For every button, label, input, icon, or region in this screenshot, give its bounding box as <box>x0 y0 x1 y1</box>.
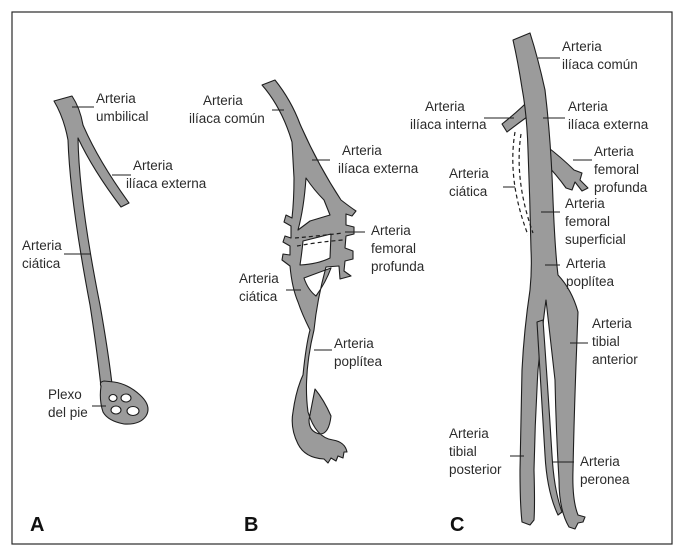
label-line: Arteria <box>22 238 62 253</box>
label-line: Arteria <box>425 99 465 114</box>
panel-c-label-tibial-anterior: Arteria tibial anterior <box>592 316 638 367</box>
panel-a-label-umbilical: Arteria umbilical <box>96 91 149 124</box>
label-line: ilíaca común <box>189 111 265 126</box>
label-line: Arteria <box>239 271 279 286</box>
label-line: ilíaca interna <box>410 117 487 132</box>
panel-c-letter: C <box>450 514 464 536</box>
label-line: superficial <box>565 232 626 247</box>
label-line: tibial <box>592 334 620 349</box>
panel-b-label-iliaca-externa: Arteria ilíaca externa <box>338 143 419 176</box>
label-line: tibial <box>449 444 477 459</box>
label-line: poplítea <box>566 274 615 289</box>
label-line: Arteria <box>580 454 620 469</box>
label-line: femoral <box>594 162 639 177</box>
panel-c: Arteria ilíaca común Arteria ilíaca inte… <box>410 33 649 536</box>
label-line: ciática <box>449 184 488 199</box>
label-line: peronea <box>580 472 630 487</box>
label-line: profunda <box>594 180 648 195</box>
panel-b-label-ciatica: Arteria ciática <box>239 271 283 304</box>
label-line: posterior <box>449 462 502 477</box>
label-line: Arteria <box>568 99 608 114</box>
label-line: Arteria <box>96 91 136 106</box>
panel-a-foot-plexus <box>100 381 148 424</box>
label-line: ilíaca externa <box>568 117 649 132</box>
label-line: ciática <box>239 289 278 304</box>
label-line: ilíaca externa <box>338 161 419 176</box>
panel-a-plexus-hole <box>109 395 117 402</box>
panel-b-letter: B <box>244 514 258 536</box>
panel-b-label-iliaca-comun: Arteria ilíaca común <box>189 93 265 126</box>
label-line: del pie <box>48 405 88 420</box>
label-line: Arteria <box>594 144 634 159</box>
panel-b-label-femoral-profunda: Arteria femoral profunda <box>371 223 425 274</box>
panel-c-label-iliaca-interna: Arteria ilíaca interna <box>410 99 487 132</box>
panel-c-label-femoral-profunda: Arteria femoral profunda <box>594 144 648 195</box>
panel-a-label-plexo: Plexo del pie <box>48 387 88 420</box>
panel-a-plexus-hole <box>127 407 139 416</box>
label-line: Arteria <box>133 158 173 173</box>
label-line: ilíaca externa <box>126 176 207 191</box>
label-line: anterior <box>592 352 638 367</box>
panel-c-label-ciatica: Arteria ciática <box>449 166 493 199</box>
panel-b-label-poplitea: Arteria poplítea <box>334 336 383 369</box>
label-line: Arteria <box>562 39 602 54</box>
label-line: Arteria <box>371 223 411 238</box>
panel-c-label-iliaca-externa: Arteria ilíaca externa <box>568 99 649 132</box>
label-line: femoral <box>371 241 416 256</box>
label-line: ilíaca común <box>562 57 638 72</box>
panel-a-plexus-hole <box>111 406 121 414</box>
panel-c-label-femoral-superficial: Arteria femoral superficial <box>565 196 626 247</box>
panel-c-label-poplitea: Arteria poplítea <box>566 256 615 289</box>
label-line: Arteria <box>449 166 489 181</box>
label-line: profunda <box>371 259 425 274</box>
label-line: Plexo <box>48 387 82 402</box>
panel-c-label-peronea: Arteria peronea <box>580 454 630 487</box>
panel-b: Arteria ilíaca común Arteria ilíaca exte… <box>189 80 425 536</box>
label-line: Arteria <box>565 196 605 211</box>
label-line: Arteria <box>342 143 382 158</box>
panel-a: Arteria umbilical Arteria ilíaca externa… <box>22 91 207 536</box>
panel-a-plexus-hole <box>121 394 131 402</box>
panel-a-label-ciatica: Arteria ciática <box>22 238 66 271</box>
label-line: umbilical <box>96 109 149 124</box>
label-line: Arteria <box>203 93 243 108</box>
panel-a-label-iliaca-externa: Arteria ilíaca externa <box>126 158 207 191</box>
label-line: ciática <box>22 256 61 271</box>
label-line: poplítea <box>334 354 383 369</box>
panel-c-label-iliaca-comun: Arteria ilíaca común <box>562 39 638 72</box>
label-line: Arteria <box>592 316 632 331</box>
label-line: Arteria <box>449 426 489 441</box>
panel-a-letter: A <box>30 514 44 536</box>
label-line: Arteria <box>566 256 606 271</box>
label-line: Arteria <box>334 336 374 351</box>
label-line: femoral <box>565 214 610 229</box>
panel-c-label-tibial-posterior: Arteria tibial posterior <box>449 426 502 477</box>
